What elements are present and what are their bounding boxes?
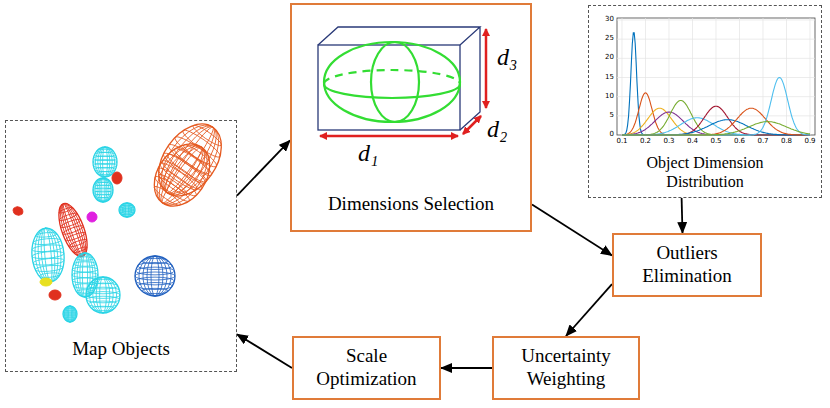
flow-arrow [237,140,290,195]
ellipsoid [324,42,460,122]
axis-tick: 0.9 [804,137,815,145]
node-label: Object Dimension Distribution [620,153,790,191]
axis-tick: 15 [605,73,614,81]
axis-tick: 0.3 [663,137,674,145]
axis-tick: 0.8 [781,137,792,145]
axis-tick: 0 [610,130,614,138]
ellipsoid [86,277,120,313]
flow-arrow [441,367,492,369]
ellipsoid [30,227,67,284]
distribution-curves [622,33,810,135]
ellipsoid [40,278,52,286]
axis-tick: 0.5 [710,137,721,145]
bounding-box [318,27,480,130]
ellipsoid [72,253,98,297]
flow-arrow [532,205,612,256]
map-objects [12,112,234,322]
node-label: Dimensions Selection [328,193,494,216]
dimension-label: d₂ [487,116,507,143]
axis-tick: 0.1 [616,137,627,145]
ellipsoid [53,200,93,260]
axis-tick: 5 [610,111,614,119]
ellipsoid [93,178,113,202]
axis-tick: 25 [605,34,614,42]
ellipsoid [87,212,97,222]
axis-tick: 0.6 [734,137,745,145]
dimension-label: d₁ [358,140,378,167]
dimension-label: d₃ [497,44,517,71]
chart-grid [617,18,815,135]
ellipsoid [135,256,175,296]
axis-tick: 20 [605,53,614,61]
node-label: Scale Optimization [302,345,432,391]
flow-arrow [566,284,612,336]
node-label: Map Objects [72,338,170,361]
axis-tick: 30 [605,15,614,23]
axis-tick: 10 [605,92,614,100]
ellipsoid [112,172,122,184]
panel-box: Map Objects [5,120,237,372]
flow-arrow [681,198,684,233]
dimension-arrows [320,29,486,136]
process-box: Outliers Elimination [612,233,762,297]
axis-tick: 0.2 [640,137,651,145]
ellipsoid [93,147,117,177]
panel-box: Object Dimension Distribution [588,5,822,198]
ellipsoid [49,290,61,300]
ellipsoid [63,306,77,322]
node-label: Uncertainty Weighting [501,345,631,391]
axis-tick: 0.7 [757,137,768,145]
ellipsoid [12,206,24,217]
axis-tick: 0.4 [687,137,698,145]
process-box: Uncertainty Weighting [492,336,640,400]
chart-frame [617,18,815,135]
ellipsoid [146,112,234,207]
ellipsoid [143,133,221,216]
process-box: Scale Optimization [292,336,441,400]
ellipsoid [119,203,135,217]
node-label: Outliers Elimination [622,242,752,288]
flow-arrow [237,334,292,368]
